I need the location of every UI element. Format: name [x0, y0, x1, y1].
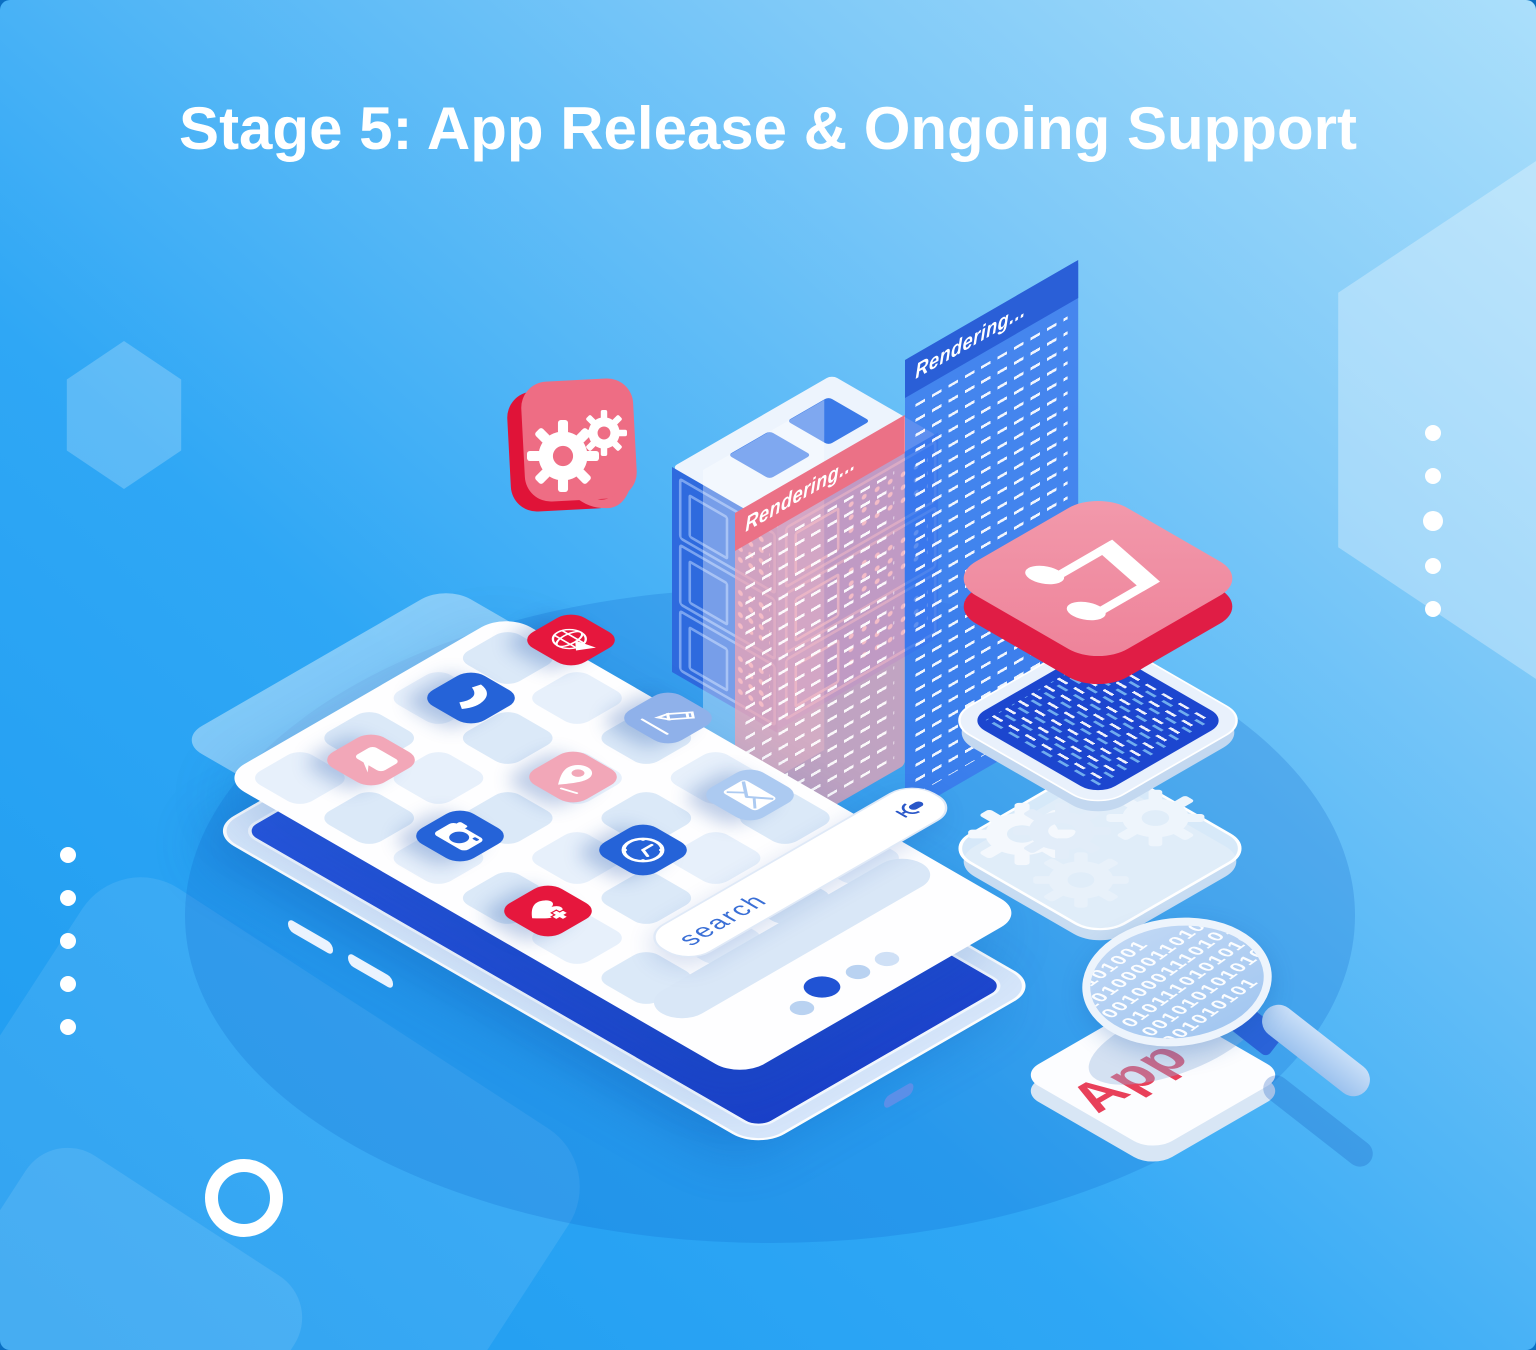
app-icon-camera[interactable] — [408, 806, 512, 866]
decor-hexagon-left — [66, 341, 182, 489]
app-icon-phone[interactable] — [419, 668, 523, 728]
decor-dot — [1423, 511, 1443, 531]
app-placeholder-tile — [525, 668, 629, 728]
decor-dots-left — [60, 847, 76, 1035]
location-pin-icon — [558, 765, 593, 794]
app-icon-maps-pin[interactable] — [521, 747, 625, 807]
clock-icon — [621, 837, 665, 863]
decor-dot — [1425, 558, 1441, 574]
app-icon-health[interactable] — [496, 881, 600, 941]
app-icon-browser-globe[interactable] — [519, 610, 623, 670]
app-icon-notes-pencil[interactable] — [616, 688, 720, 748]
pencil-icon — [640, 711, 695, 735]
decor-dots-right — [1423, 425, 1443, 617]
heart-plus-icon — [531, 900, 570, 921]
decor-dot — [1425, 468, 1441, 484]
decor-ring — [205, 1159, 283, 1237]
app-icon-messages[interactable] — [319, 730, 423, 790]
speech-bubble-tail — [562, 470, 632, 509]
music-note-icon — [1002, 527, 1179, 630]
page-title: Stage 5: App Release & Ongoing Support — [179, 95, 1357, 162]
decor-dot — [60, 847, 76, 863]
decor-dot — [1425, 425, 1441, 441]
decor-dot — [1425, 601, 1441, 617]
app-icon-clock[interactable] — [591, 820, 695, 880]
phone-icon — [459, 684, 487, 710]
envelope-icon — [723, 780, 776, 811]
gear-icon — [581, 410, 627, 456]
camera-icon — [435, 822, 483, 851]
microphone-icon[interactable] — [883, 793, 938, 825]
globe-icon — [551, 628, 596, 651]
decor-dot — [60, 933, 76, 949]
decor-dot — [60, 976, 76, 992]
chat-bubble-icon — [355, 745, 398, 773]
decor-dot — [60, 890, 76, 906]
search-bar[interactable]: search — [640, 780, 961, 965]
app-placeholder-tile — [317, 788, 422, 848]
app-icon-mail[interactable] — [698, 765, 802, 825]
decor-dot — [60, 1019, 76, 1035]
